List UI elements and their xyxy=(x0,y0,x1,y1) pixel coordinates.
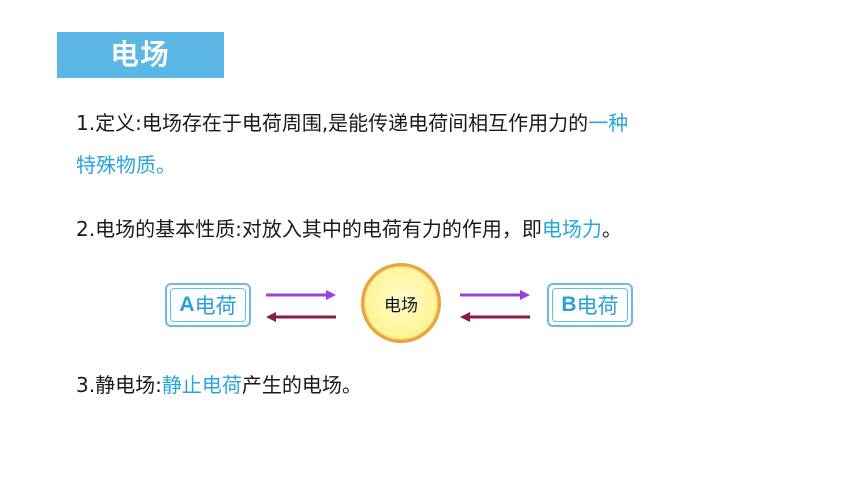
definition-highlight-2: 特殊物质 xyxy=(76,153,156,177)
arrows-left xyxy=(266,290,336,322)
charge-a-label: 电荷 xyxy=(194,294,237,318)
definition-prefix: 1.定义:电场存在于电荷周围,是能传递电荷间相互作用力的 xyxy=(76,111,589,135)
definition-highlight-1: 一种 xyxy=(588,111,629,135)
charge-a-letter: A xyxy=(179,293,195,316)
static-field-suffix: 产生的电场。 xyxy=(241,373,362,397)
electric-field-circle: 电场 xyxy=(361,263,441,343)
definition-suffix: 。 xyxy=(156,153,176,177)
page-title: 电场 xyxy=(57,32,224,78)
property-suffix: 。 xyxy=(601,217,622,241)
static-field-highlight: 静止电荷 xyxy=(161,373,242,397)
definition-line-2: 特殊物质。 xyxy=(76,152,176,178)
property-highlight: 电场力 xyxy=(541,217,602,241)
arrows-right xyxy=(460,290,530,322)
arrow-left-icon xyxy=(266,312,336,322)
property-line: 2.电场的基本性质:对放入其中的电荷有力的作用，即电场力。 xyxy=(76,216,622,242)
arrow-right-icon xyxy=(460,290,530,300)
arrow-left-icon xyxy=(460,312,530,322)
static-field-prefix: 3.静电场: xyxy=(76,373,162,397)
definition-line-1: 1.定义:电场存在于电荷周围,是能传递电荷间相互作用力的一种 xyxy=(76,110,628,136)
static-field-line: 3.静电场:静止电荷产生的电场。 xyxy=(76,372,362,398)
charge-b-label: 电荷 xyxy=(576,294,619,318)
arrow-right-icon xyxy=(266,290,336,300)
charge-b-letter: B xyxy=(561,293,577,316)
property-prefix: 2.电场的基本性质:对放入其中的电荷有力的作用，即 xyxy=(76,217,542,241)
